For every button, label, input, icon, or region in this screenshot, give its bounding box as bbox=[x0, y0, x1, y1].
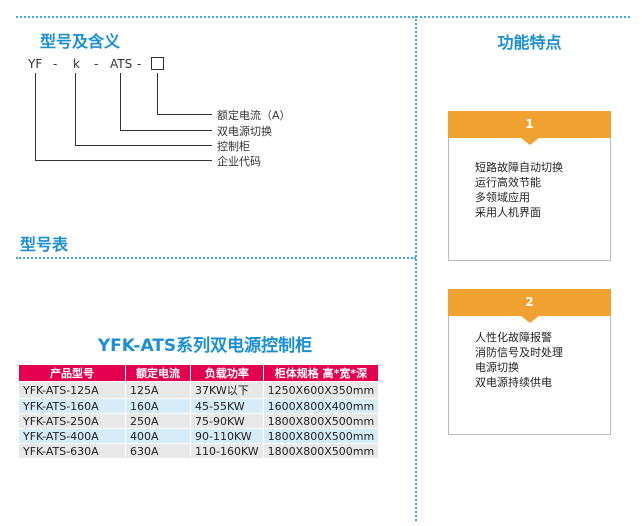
bracket-line bbox=[120, 130, 212, 131]
cell-power: 45-55KW bbox=[190, 398, 264, 414]
code-dash-1: - bbox=[53, 57, 58, 71]
cell-power: 110-160KW bbox=[190, 443, 264, 459]
table-row: YFK-ATS-160A 160A 45-55KW 1600X800X400mm bbox=[18, 398, 380, 414]
spec-table: 产品型号 额定电流 负载功率 柜体规格 高*宽*深 YFK-ATS-125A 1… bbox=[18, 364, 380, 459]
feature-item: 运行高效节能 bbox=[475, 176, 541, 189]
cell-current: 160A bbox=[125, 398, 191, 414]
cell-current: 630A bbox=[125, 443, 191, 459]
code-ats: ATS bbox=[110, 57, 133, 71]
legend-control-cabinet: 控制柜 bbox=[217, 140, 250, 153]
bracket-line bbox=[157, 114, 212, 115]
cell-size: 1250X600X350mm bbox=[262, 381, 380, 399]
cell-model: YFK-ATS-160A bbox=[18, 398, 126, 414]
cell-current: 125A bbox=[125, 381, 191, 399]
bracket-line bbox=[75, 73, 76, 146]
feature-card-number: 1 bbox=[448, 111, 611, 138]
card-notch bbox=[521, 316, 539, 323]
code-dash-2: - bbox=[94, 57, 99, 71]
model-meaning-title: 型号及含义 bbox=[40, 32, 121, 51]
feature-card-body: 人性化故障报警 消防信号及时处理 电源切换 双电源持续供电 bbox=[448, 316, 611, 435]
bracket-line bbox=[35, 160, 212, 161]
code-yf: YF bbox=[28, 57, 43, 71]
header-cabinet-size: 柜体规格 高*宽*深 bbox=[262, 364, 380, 382]
code-dash-3: - bbox=[137, 57, 142, 71]
header-model: 产品型号 bbox=[18, 364, 126, 382]
table-row: YFK-ATS-250A 250A 75-90KW 1800X800X500mm bbox=[18, 413, 380, 429]
cell-model: YFK-ATS-400A bbox=[18, 428, 126, 444]
feature-item: 采用人机界面 bbox=[475, 206, 541, 219]
cell-model: YFK-ATS-630A bbox=[18, 443, 126, 459]
table-row: YFK-ATS-400A 400A 90-110KW 1800X800X500m… bbox=[18, 428, 380, 444]
table-row: YFK-ATS-630A 630A 110-160KW 1800X800X500… bbox=[18, 443, 380, 459]
cell-model: YFK-ATS-125A bbox=[18, 381, 126, 399]
header-load-power: 负载功率 bbox=[190, 364, 264, 382]
table-header-row: 产品型号 额定电流 负载功率 柜体规格 高*宽*深 bbox=[18, 364, 380, 382]
feature-card-1: 1 短路故障自动切换 运行高效节能 多领域应用 采用人机界面 bbox=[448, 111, 611, 261]
legend-company-code: 企业代码 bbox=[217, 155, 261, 168]
bracket-line bbox=[157, 73, 158, 115]
feature-item: 电源切换 bbox=[475, 361, 519, 374]
cell-size: 1800X800X500mm bbox=[262, 428, 380, 444]
vertical-dotted-divider bbox=[415, 16, 417, 521]
top-dotted-divider bbox=[16, 16, 630, 18]
feature-item: 人性化故障报警 bbox=[475, 331, 552, 344]
bracket-line bbox=[75, 145, 212, 146]
cell-size: 1600X800X400mm bbox=[262, 398, 380, 414]
header-rated-current: 额定电流 bbox=[125, 364, 191, 382]
bracket-line bbox=[35, 73, 36, 161]
feature-item: 消防信号及时处理 bbox=[475, 346, 563, 359]
code-k: k bbox=[73, 57, 80, 71]
cell-power: 37KW以下 bbox=[190, 381, 264, 399]
feature-item: 双电源持续供电 bbox=[475, 376, 552, 389]
table-row: YFK-ATS-125A 125A 37KW以下 1250X600X350mm bbox=[18, 381, 380, 399]
cell-power: 75-90KW bbox=[190, 413, 264, 429]
cell-current: 400A bbox=[125, 428, 191, 444]
code-placeholder-box bbox=[151, 57, 164, 70]
feature-card-number: 2 bbox=[448, 289, 611, 316]
feature-item: 多领域应用 bbox=[475, 191, 530, 204]
features-title: 功能特点 bbox=[497, 33, 562, 52]
model-table-title: 型号表 bbox=[20, 235, 69, 254]
cell-current: 250A bbox=[125, 413, 191, 429]
cell-power: 90-110KW bbox=[190, 428, 264, 444]
legend-rated-current: 额定电流（A） bbox=[217, 109, 291, 122]
cell-size: 1800X800X500mm bbox=[262, 443, 380, 459]
cell-model: YFK-ATS-250A bbox=[18, 413, 126, 429]
legend-dual-power-switch: 双电源切换 bbox=[217, 125, 272, 138]
table-title: YFK-ATS系列双电源控制柜 bbox=[97, 336, 313, 356]
bracket-line bbox=[120, 73, 121, 131]
middle-dotted-divider bbox=[16, 257, 416, 259]
feature-card-body: 短路故障自动切换 运行高效节能 多领域应用 采用人机界面 bbox=[448, 138, 611, 261]
cell-size: 1800X800X500mm bbox=[262, 413, 380, 429]
feature-card-2: 2 人性化故障报警 消防信号及时处理 电源切换 双电源持续供电 bbox=[448, 289, 611, 435]
feature-item: 短路故障自动切换 bbox=[475, 161, 563, 174]
card-notch bbox=[521, 138, 539, 145]
